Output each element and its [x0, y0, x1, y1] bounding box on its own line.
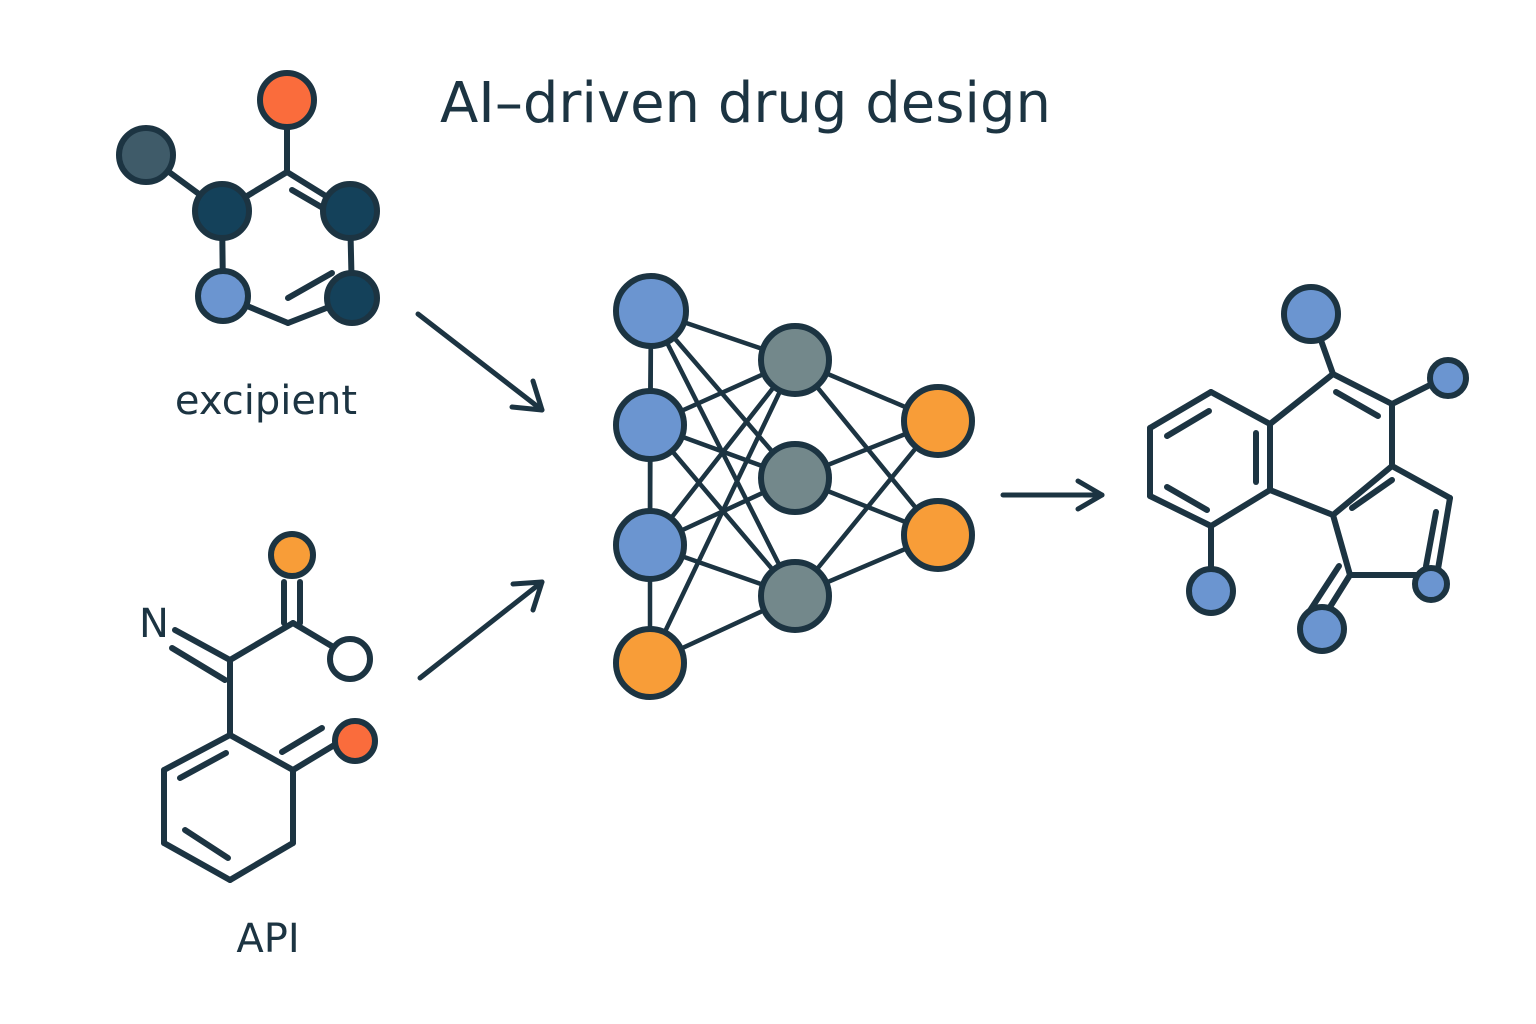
input-node [613, 388, 687, 462]
hidden-node [758, 559, 832, 633]
designed-atom-bottom [1297, 604, 1347, 654]
designed-atom-right [1427, 357, 1469, 399]
input-node [613, 508, 687, 582]
output-node [901, 384, 975, 458]
excipient-atom-ring-3 [324, 270, 380, 326]
neural-network-nodes [613, 273, 975, 700]
api-label: API [236, 916, 299, 962]
excipient-atom-ring-2 [320, 181, 380, 241]
input-node [613, 626, 687, 700]
api-atom-hydroxyl [327, 636, 373, 682]
designed-molecule-atoms [1186, 284, 1469, 654]
arrow-icon [1000, 478, 1105, 512]
excipient-atom-methyl [116, 125, 176, 185]
arrow-icon [417, 579, 545, 681]
designed-atom-bottom-left [1186, 566, 1236, 616]
api-nitrogen-label: N [139, 601, 169, 647]
designed-atom-ring [1412, 565, 1450, 603]
excipient-atoms [116, 70, 380, 326]
arrow-icon [415, 311, 545, 413]
excipient-atom-top [257, 70, 317, 130]
hidden-node [758, 323, 832, 397]
api-atoms [268, 531, 378, 764]
diagram-title: AI–driven drug design [440, 71, 1051, 136]
api-atom-ketone [332, 718, 378, 764]
api-atom-top [268, 531, 316, 579]
api-molecule [161, 579, 339, 883]
designed-atom-top [1281, 284, 1341, 344]
output-node [901, 498, 975, 572]
hidden-node [758, 441, 832, 515]
input-node [613, 273, 689, 349]
excipient-label: excipient [175, 378, 357, 424]
excipient-atom-ring-1 [192, 181, 252, 241]
arrows [415, 311, 1105, 681]
excipient-atom-ring-4 [195, 268, 251, 324]
